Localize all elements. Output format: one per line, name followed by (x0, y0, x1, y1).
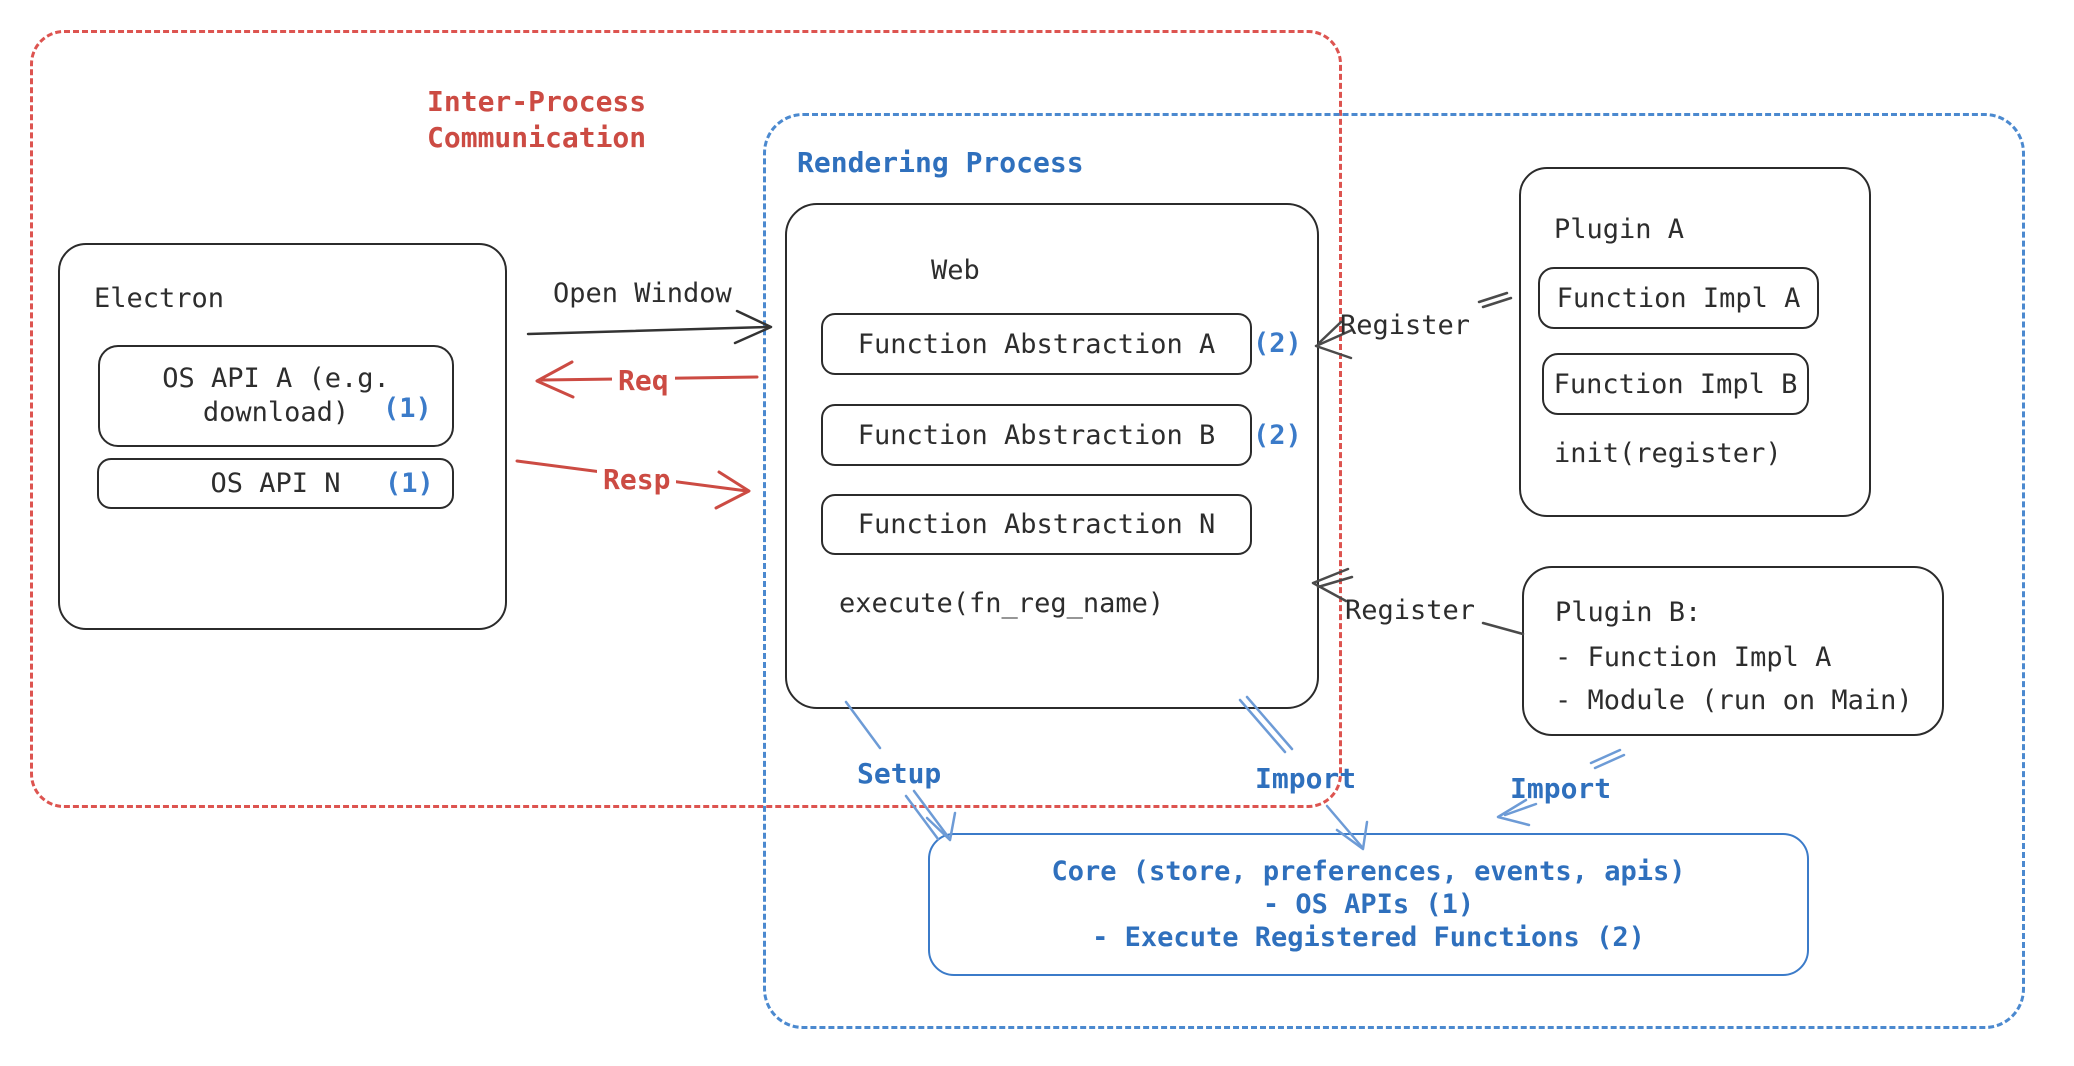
os-api-a-label-line1: OS API A (e.g. (162, 363, 390, 394)
setup-label: Setup (857, 757, 942, 790)
plugin-a-title: Plugin A (1554, 214, 1685, 245)
function-abstraction-b-badge: (2) (1253, 420, 1302, 451)
import-web-label: Import (1255, 762, 1357, 795)
function-abstraction-a-label: Function Abstraction A (857, 328, 1216, 360)
core-line-3: - Execute Registered Functions (2) (1092, 922, 1645, 953)
function-abstraction-n-box: Function Abstraction N (821, 494, 1252, 555)
electron-title: Electron (94, 283, 225, 314)
function-impl-a-box: Function Impl A (1538, 267, 1819, 329)
os-api-n-label: OS API N (210, 468, 341, 499)
rendering-frame (763, 113, 2025, 1029)
req-label: Req (612, 364, 675, 398)
register-bottom-label: Register (1345, 595, 1476, 626)
os-api-a-badge: (1) (383, 393, 432, 424)
function-abstraction-n-label: Function Abstraction N (857, 509, 1216, 540)
plugin-a-box (1519, 167, 1871, 517)
os-api-a-label-line2: download) (202, 397, 350, 428)
function-abstraction-a-badge: (2) (1253, 328, 1302, 359)
os-api-a-box: OS API A (e.g. download) (98, 345, 454, 447)
rendering-frame-label: Rendering Process (797, 146, 1084, 179)
plugin-a-init-label: init(register) (1554, 438, 1782, 469)
resp-label: Resp (597, 463, 677, 497)
plugin-b-item-impl-a: - Function Impl A (1555, 642, 1832, 673)
function-impl-a-label: Function Impl A (1556, 282, 1801, 314)
plugin-b-title: Plugin B: (1555, 597, 1702, 628)
plugin-b-box (1522, 566, 1944, 736)
import-plugin-label: Import (1510, 772, 1612, 805)
web-title: Web (931, 255, 980, 286)
open-window-label: Open Window (553, 278, 732, 309)
core-box: Core (store, preferences, events, apis) … (928, 833, 1809, 976)
function-abstraction-b-box: Function Abstraction B (821, 404, 1252, 466)
core-line-1: Core (store, preferences, events, apis) (1051, 856, 1686, 887)
function-impl-b-box: Function Impl B (1542, 353, 1809, 415)
core-line-2: - OS APIs (1) (1262, 889, 1475, 920)
plugin-b-item-module: - Module (run on Main) (1555, 685, 1913, 716)
os-api-n-badge: (1) (385, 468, 434, 499)
function-abstraction-a-box: Function Abstraction A (821, 313, 1252, 375)
execute-label: execute(fn_reg_name) (839, 588, 1165, 619)
ipc-frame (30, 30, 1342, 808)
os-api-n-box: OS API N (97, 458, 454, 509)
function-abstraction-b-label: Function Abstraction B (857, 419, 1216, 451)
ipc-frame-label: Inter-Process Communication (427, 85, 647, 154)
register-top-label: Register (1340, 310, 1471, 341)
function-impl-b-label: Function Impl B (1553, 368, 1798, 400)
